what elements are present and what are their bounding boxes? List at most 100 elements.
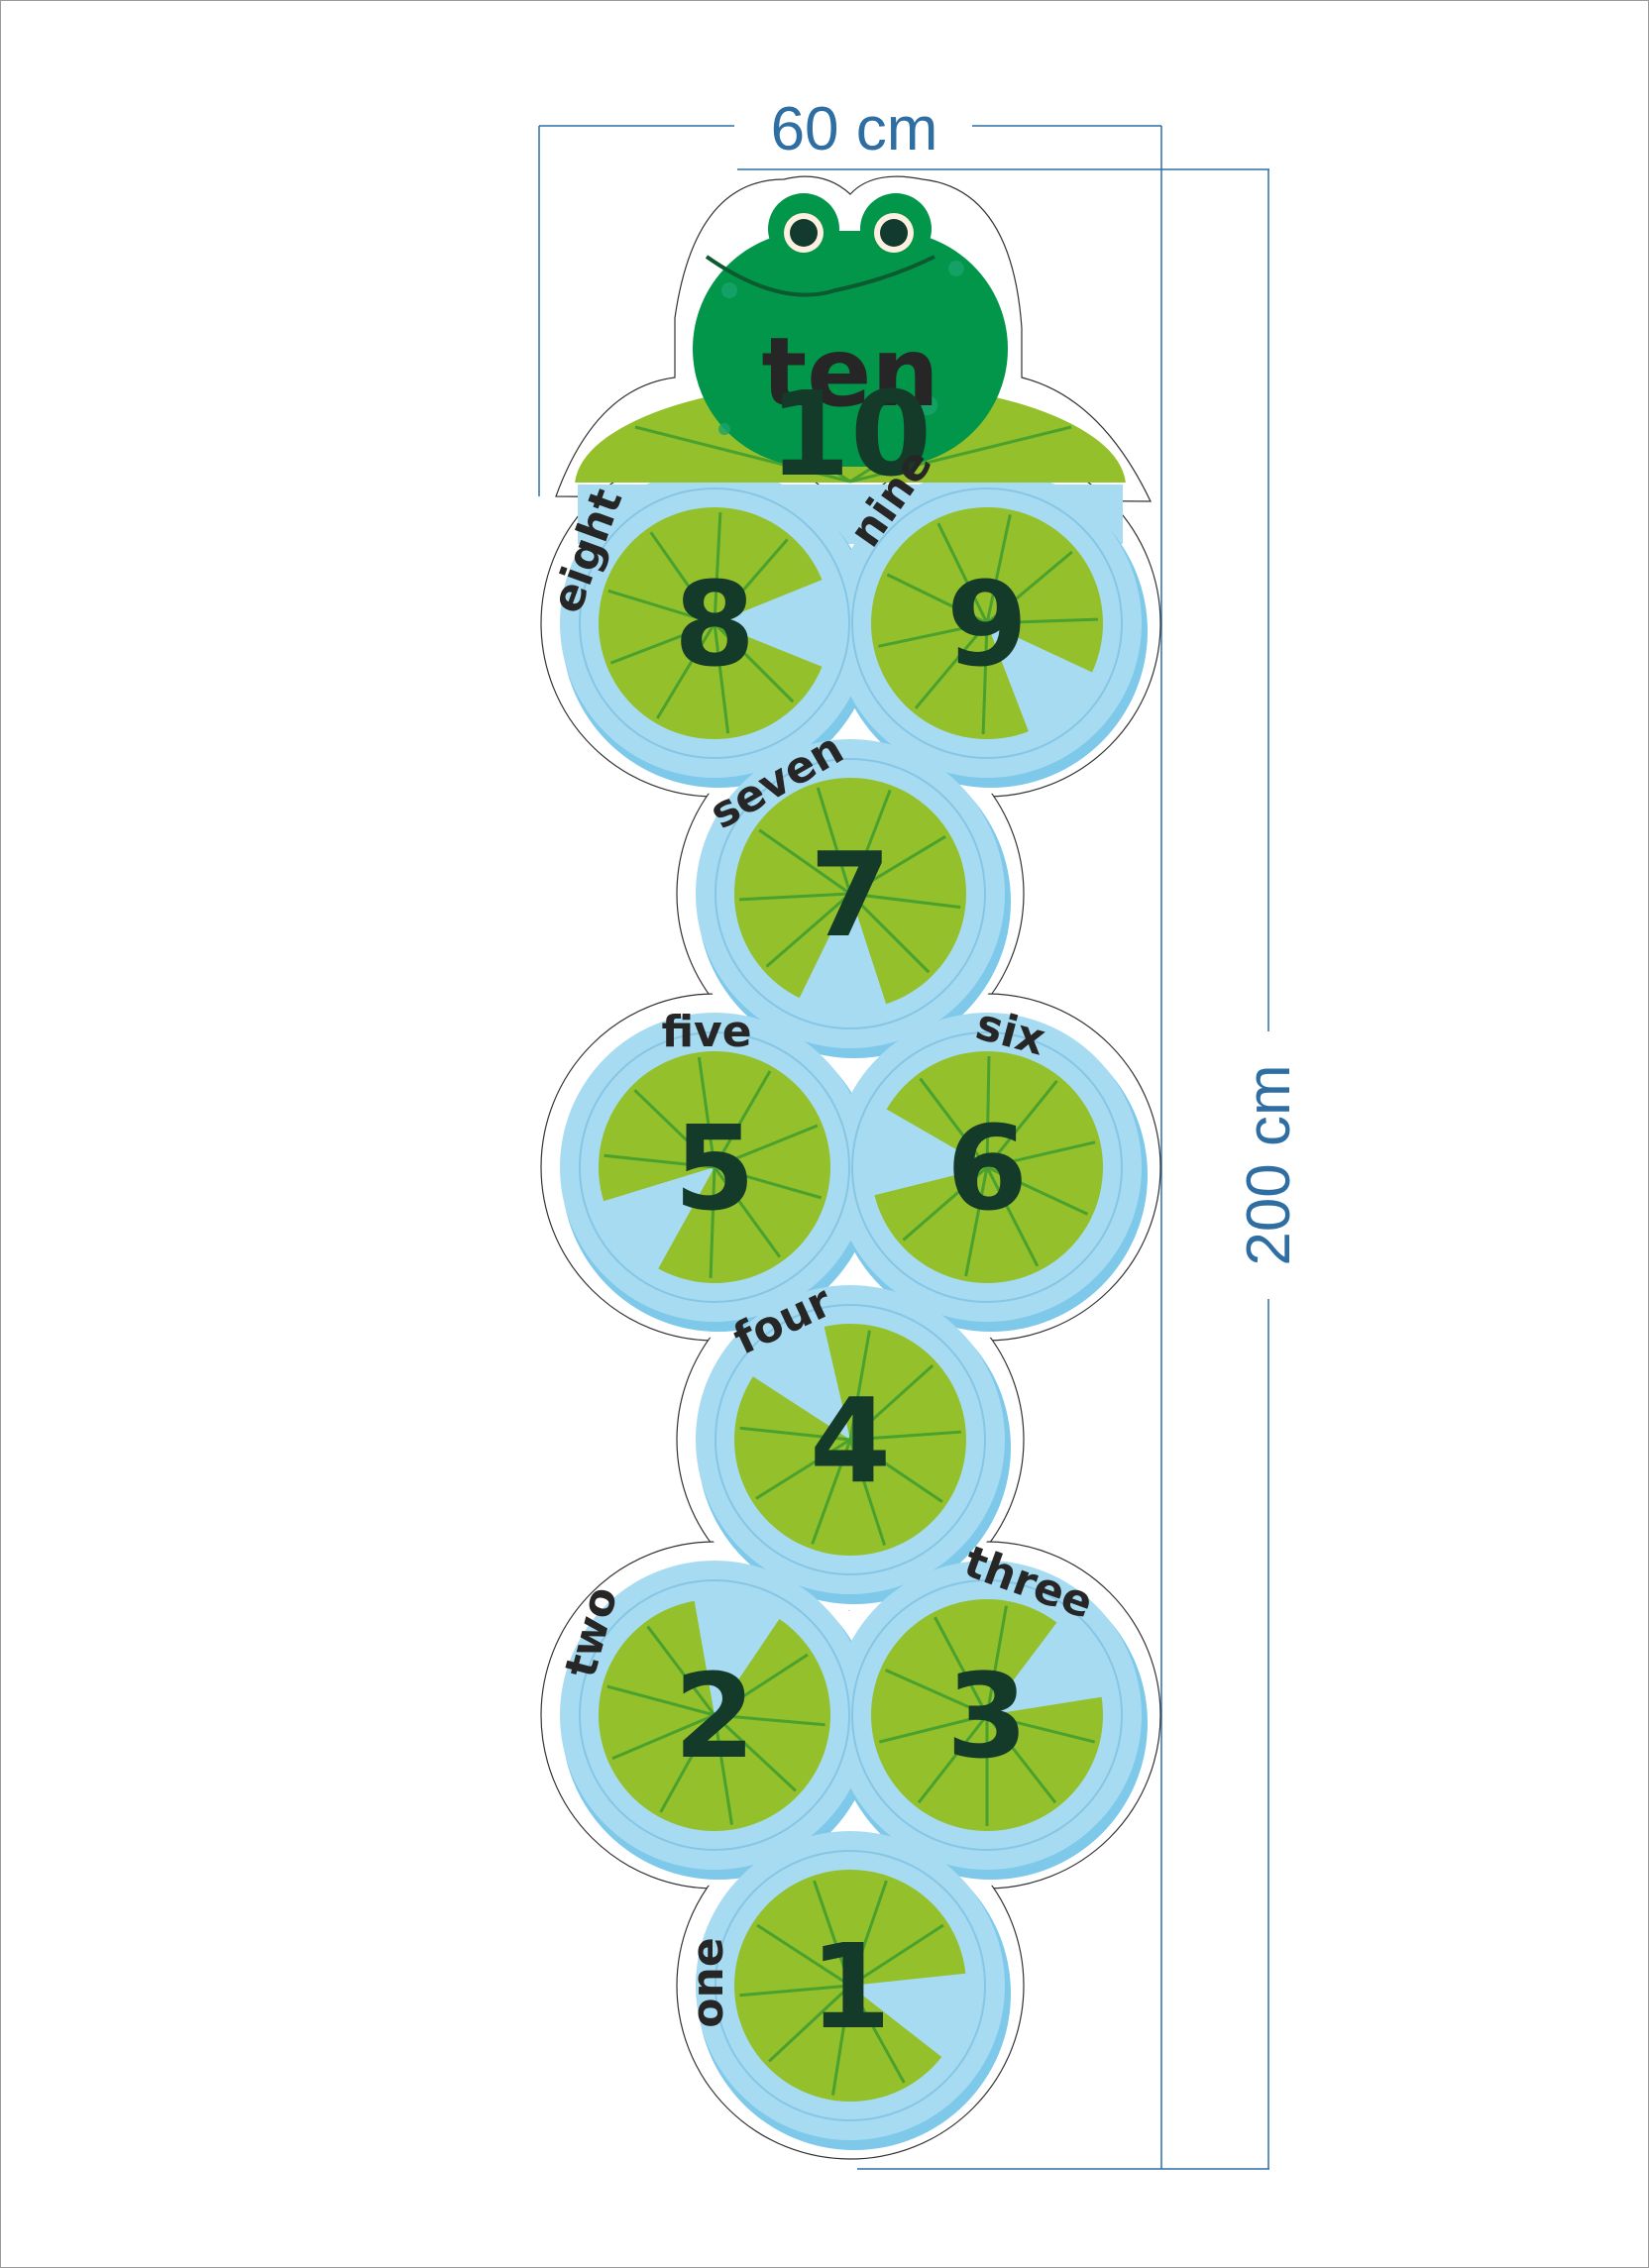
pad-vein [607, 589, 715, 625]
pad-vein [714, 1165, 823, 1200]
pad-vein [709, 1166, 716, 1278]
pad-vein [739, 892, 851, 902]
pad-vein [656, 622, 716, 719]
pad-vein [816, 787, 852, 895]
width-dimension [538, 125, 1162, 2169]
pad-vein [765, 892, 851, 968]
pad-vein [713, 538, 789, 624]
pad-vein [604, 1153, 715, 1169]
pad-vein [986, 1713, 1096, 1744]
pad-vein [985, 1080, 1058, 1168]
pad-vein [917, 1714, 989, 1804]
tile-number: 6 [946, 1100, 1028, 1237]
ripple [715, 1850, 986, 2121]
pad-vein [849, 835, 946, 896]
ripple [851, 487, 1123, 759]
tile-number: 7 [810, 826, 891, 963]
pad-vein [848, 1330, 871, 1441]
pad-vein [848, 1363, 934, 1442]
tile-word: one [683, 1937, 733, 2027]
ripple [579, 1031, 850, 1303]
tile-number: 1 [810, 1918, 891, 2055]
pad-vein [611, 1713, 715, 1761]
pad-vein [849, 892, 961, 910]
pad-vein [768, 1984, 852, 2063]
pad-vein [848, 789, 892, 895]
pad-vein [633, 1089, 716, 1169]
pad-vein [878, 621, 988, 648]
pad-vein [606, 1684, 715, 1717]
ripple [851, 1579, 1123, 1851]
tile-number: 2 [674, 1648, 755, 1784]
pad-vein [986, 617, 1098, 625]
pad-vein [885, 1669, 988, 1717]
ripple [851, 1031, 1123, 1303]
pad-vein [936, 522, 989, 624]
pad-vein [985, 1714, 1057, 1804]
frog-smile [705, 255, 935, 297]
pad-vein [919, 1077, 989, 1168]
pad-vein [985, 1166, 1040, 1267]
pad-vein [758, 828, 851, 896]
pad-vein [739, 1426, 851, 1442]
pad-vein [964, 1166, 989, 1277]
pad-vein [849, 1923, 944, 1988]
pad-vein [902, 1165, 988, 1242]
pad-vein [878, 1713, 988, 1744]
height-dimension [737, 168, 1269, 2170]
pad-vein [697, 1056, 716, 1168]
pad-vein [985, 1605, 1008, 1716]
pad-vein [755, 1438, 851, 1500]
pad-vein [646, 1625, 716, 1716]
pad-vein [811, 1439, 852, 1545]
pad-vein [713, 1713, 797, 1792]
pad-vein [849, 1430, 961, 1442]
pad-vein [848, 1880, 888, 1987]
pad-vein [985, 514, 1012, 624]
ripple [579, 487, 850, 759]
pad-vein [886, 573, 988, 625]
pad-vein [714, 1124, 819, 1169]
height-label: 200 cm [1235, 1064, 1303, 1265]
tile-number: 4 [810, 1372, 891, 1509]
tile-one[interactable]: 1 one [683, 1850, 986, 2121]
ripple [715, 1304, 986, 1575]
tile-number: 3 [946, 1648, 1028, 1784]
width-label: 60 cm [771, 95, 938, 163]
pad-vein [813, 1880, 852, 1987]
pad-vein [713, 1166, 782, 1258]
pad-vein [934, 1616, 989, 1716]
pad-vein [713, 512, 722, 624]
frog-eyes [784, 213, 914, 253]
pad-vein [848, 892, 931, 974]
pad-vein [713, 622, 730, 734]
pad-vein [986, 1140, 1096, 1169]
tile-word: five [661, 1007, 751, 1057]
pad-vein [713, 1070, 772, 1168]
ripple [579, 1579, 850, 1851]
pad-vein [649, 531, 716, 624]
pad-vein [981, 622, 989, 734]
pad-vein [609, 621, 715, 665]
frog-word: ten [761, 317, 938, 428]
pad-vein [985, 1055, 991, 1168]
pad-vein [848, 1439, 887, 1546]
pad-vein [986, 550, 1073, 625]
pad-vein [756, 1923, 851, 1988]
tile-number: 9 [946, 556, 1028, 693]
frog-number: 10 [769, 366, 932, 502]
pad-vein [914, 622, 989, 709]
tile-number: 8 [674, 556, 755, 693]
frog-tile[interactable]: ten 10 [575, 193, 1126, 592]
pad-vein [713, 621, 795, 703]
ripple [715, 758, 986, 1029]
pad-vein [848, 1985, 906, 2084]
pad-vein [714, 1713, 825, 1727]
